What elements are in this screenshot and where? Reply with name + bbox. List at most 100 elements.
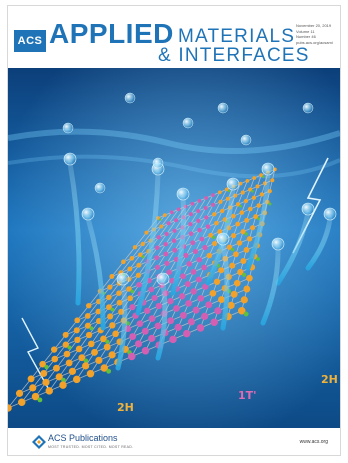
- lattice-bond: [123, 246, 136, 263]
- issue-volume: Volume 11: [296, 28, 315, 34]
- lattice-atom: [195, 276, 202, 283]
- lattice-atom: [74, 317, 81, 324]
- lattice-atom: [231, 213, 236, 219]
- lattice-atom: [205, 224, 211, 229]
- lattice-atom: [169, 335, 177, 344]
- lattice-atom: [240, 296, 248, 304]
- lattice-atom: [246, 274, 253, 282]
- lattice-atom: [187, 318, 196, 326]
- lattice-bond: [242, 180, 248, 193]
- lattice-atom: [251, 195, 257, 200]
- lattice-atom: [116, 290, 122, 296]
- lattice-atom: [192, 306, 200, 314]
- lattice-atom: [95, 308, 102, 315]
- lattice-atom: [238, 307, 246, 315]
- lattice-bond: [212, 192, 221, 206]
- lattice-atom: [154, 255, 160, 261]
- lattice-atom: [185, 300, 192, 307]
- lattice-atom-metal: [130, 289, 134, 294]
- hydrogen-streams: [67, 160, 333, 371]
- lattice-atom: [204, 196, 208, 200]
- lattice-atom: [166, 269, 172, 275]
- lattice-atom: [204, 215, 209, 220]
- lattice-bond: [156, 233, 167, 248]
- lattice-atom: [154, 264, 161, 270]
- lattice-atom: [190, 240, 196, 246]
- lattice-atom-metal: [262, 175, 265, 178]
- lattice-atom: [144, 230, 149, 235]
- hydrogen-bubble: [152, 157, 164, 169]
- lattice-atom: [31, 392, 40, 401]
- lattice-atom: [144, 307, 151, 314]
- lattice-atom: [40, 370, 48, 377]
- lattice-atom: [73, 327, 80, 334]
- lattice-atom: [128, 352, 136, 361]
- publisher-url[interactable]: www.acs.org: [299, 439, 328, 445]
- lattice-atom: [62, 331, 69, 338]
- lattice-atom: [237, 268, 244, 276]
- lattice-atom-metal: [67, 345, 72, 350]
- lattice-atom: [138, 252, 143, 258]
- lattice-atom: [112, 330, 119, 338]
- lattice-atom: [226, 244, 233, 250]
- publisher-tagline: MOST TRUSTED. MOST CITED. MOST READ.: [48, 445, 134, 449]
- lattice-atom: [217, 229, 223, 235]
- lattice-bond: [221, 198, 229, 212]
- hydrogen-bubble: [302, 102, 314, 114]
- lattice-bond: [128, 275, 139, 290]
- lattice-atom: [50, 346, 58, 353]
- lattice-atom-metal: [141, 255, 145, 259]
- lattice-atom: [169, 210, 174, 215]
- issue-number: Number 46: [296, 34, 316, 39]
- lattice-atom: [243, 247, 250, 253]
- acs-publications-logo-icon: [32, 435, 46, 449]
- lattice-atom-metal: [105, 339, 110, 344]
- lattice-atom: [225, 196, 230, 201]
- lattice-atom: [192, 248, 199, 255]
- lattice-atom-metal: [110, 307, 115, 312]
- hydrogen-bubble: [124, 92, 136, 104]
- lattice-atom: [250, 225, 256, 231]
- publisher-name: ACS Publications: [48, 433, 118, 443]
- lattice-atom: [174, 218, 179, 223]
- lattice-bond: [134, 232, 147, 248]
- lattice-atom: [116, 299, 123, 306]
- lattice-bond: [158, 223, 169, 238]
- lattice-atom-metal: [256, 257, 260, 262]
- lattice-bond: [138, 251, 150, 266]
- lattice-atom: [62, 341, 69, 348]
- hydrogen-bubble: [323, 207, 337, 221]
- lattice-atom: [163, 213, 167, 218]
- issue-date: November 20, 2019: [296, 23, 332, 28]
- lattice-bond: [197, 197, 207, 212]
- lattice-atom: [39, 360, 46, 368]
- hydrogen-stream: [115, 280, 128, 371]
- lattice-atom: [109, 322, 116, 329]
- lattice-atom: [18, 398, 26, 407]
- lattice-atom-metal: [251, 189, 254, 193]
- lattice-atom-metal: [243, 311, 249, 317]
- hydrogen-bubble: [62, 122, 74, 134]
- lattice-atom: [8, 404, 12, 412]
- lattice-atom: [199, 236, 205, 242]
- lattice-atom: [129, 256, 135, 261]
- lattice-atom: [201, 312, 209, 320]
- lattice-atom: [206, 252, 213, 259]
- lattice-atom: [235, 221, 241, 227]
- hydrogen-stream: [220, 240, 230, 331]
- lattice-atom: [190, 269, 197, 275]
- lattice-atom: [148, 315, 156, 322]
- hydrogen-stream: [275, 210, 311, 286]
- hydrogen-stream: [67, 160, 82, 306]
- lattice-atom: [196, 324, 205, 332]
- cover-illustration: [8, 68, 340, 428]
- lattice-atom: [74, 336, 81, 344]
- lattice-bond: [165, 240, 175, 255]
- lattice-bond: [160, 212, 173, 227]
- lattice-atom: [245, 178, 250, 183]
- lattice-atom: [121, 259, 126, 265]
- lattice-atom: [87, 340, 95, 348]
- lattice-atom: [218, 199, 223, 204]
- lattice-atom: [91, 348, 98, 356]
- lattice-bond: [168, 209, 179, 224]
